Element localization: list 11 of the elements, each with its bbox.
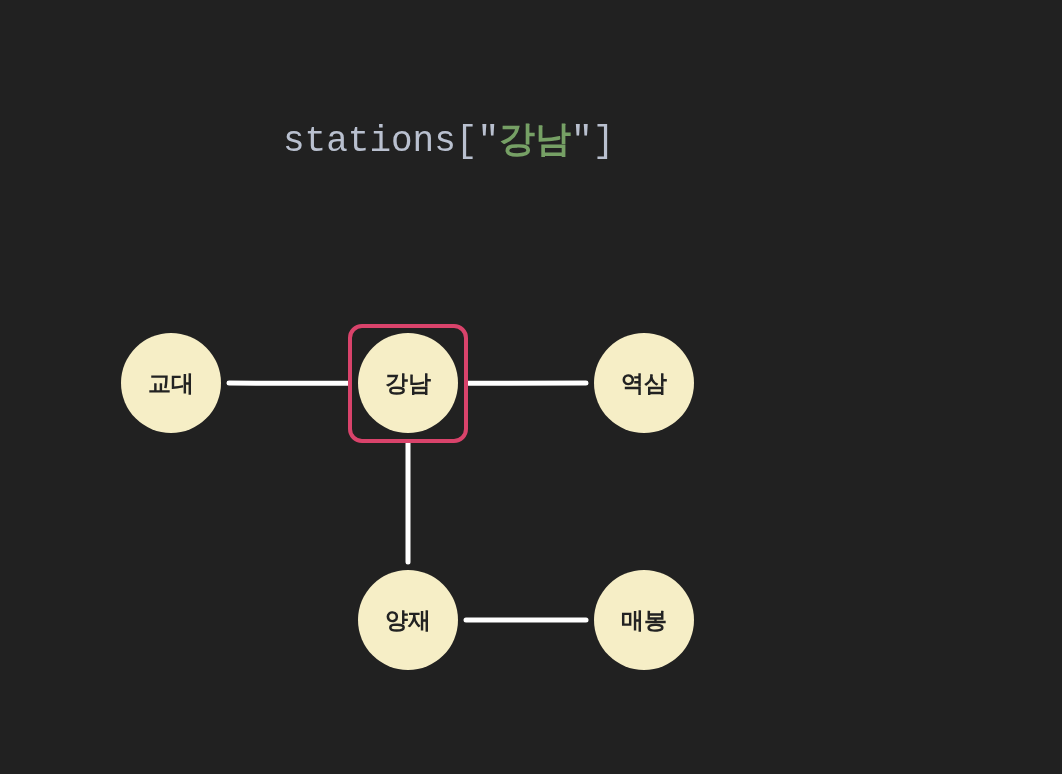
station-name: 역삼 <box>621 371 667 395</box>
connector-line <box>405 440 411 565</box>
station-name: 강남 <box>385 371 431 395</box>
station-name: 매봉 <box>621 608 667 632</box>
highlight-box <box>348 324 468 443</box>
code-heading: stations["강남"] <box>283 120 615 164</box>
connector-line <box>465 380 589 386</box>
connector-line <box>463 617 589 623</box>
station-name: 양재 <box>385 608 431 632</box>
connector-line <box>226 380 351 386</box>
station-name: 교대 <box>148 371 194 395</box>
